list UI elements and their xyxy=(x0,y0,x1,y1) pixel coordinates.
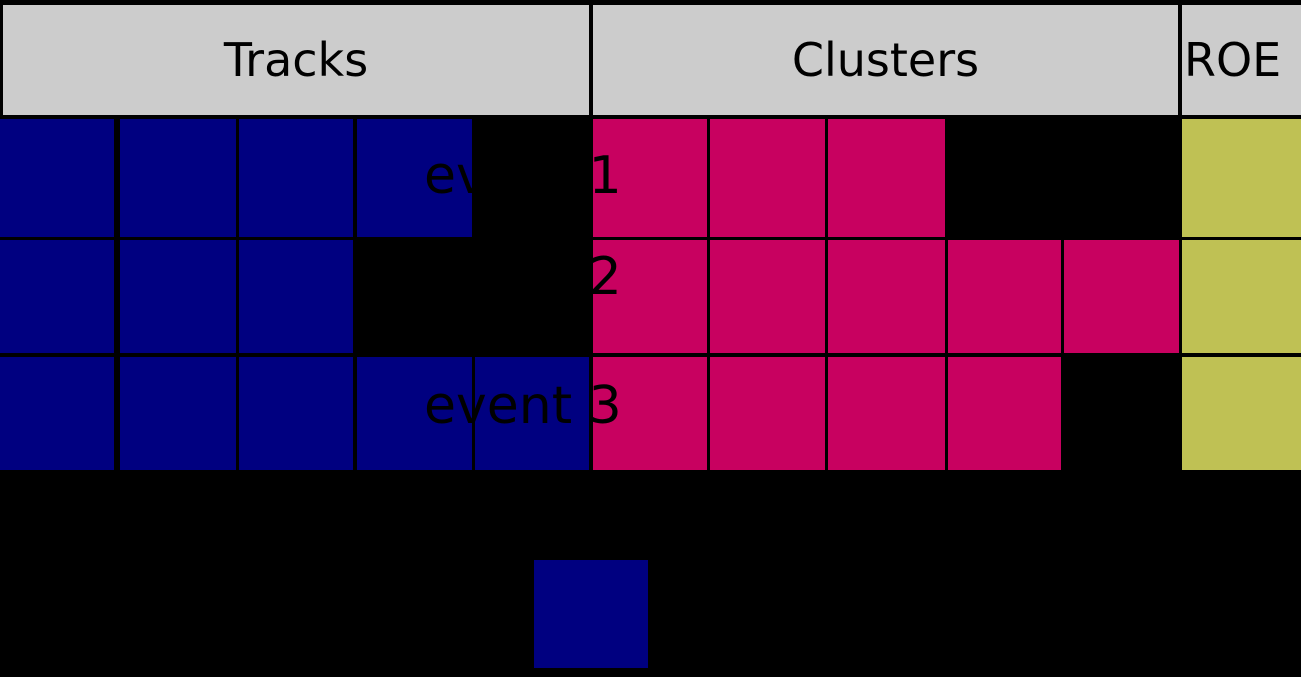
cluster-cell xyxy=(828,240,945,353)
column-header-tracks-label: Tracks xyxy=(223,33,369,87)
column-header-clusters: Clusters xyxy=(593,5,1178,115)
column-header-roe: ROE xyxy=(1182,5,1301,115)
cluster-cell xyxy=(710,119,825,237)
track-cell xyxy=(120,240,236,353)
column-header-tracks: Tracks xyxy=(3,5,589,115)
cluster-cell xyxy=(828,119,945,237)
cluster-cell xyxy=(593,240,707,353)
track-cell xyxy=(239,357,353,470)
track-cell xyxy=(0,240,114,353)
cluster-cell xyxy=(828,357,945,470)
track-cell xyxy=(357,119,472,237)
cluster-cell xyxy=(593,119,707,237)
track-cell xyxy=(120,119,236,237)
track-cell xyxy=(239,119,353,237)
cluster-cell xyxy=(948,240,1061,353)
legend-swatch xyxy=(534,560,648,668)
roe-cell xyxy=(1182,357,1301,470)
roe-cell xyxy=(1182,119,1301,237)
cluster-cell xyxy=(1064,240,1179,353)
column-header-clusters-label: Clusters xyxy=(791,33,980,87)
track-cell xyxy=(357,357,472,470)
cluster-cell xyxy=(710,357,825,470)
track-cell xyxy=(239,240,353,353)
column-header-roe-label: ROE xyxy=(1184,33,1282,87)
track-cell xyxy=(0,357,114,470)
track-cell xyxy=(0,119,114,237)
cluster-cell xyxy=(593,357,707,470)
cluster-cell xyxy=(948,357,1061,470)
track-cell xyxy=(475,357,589,470)
track-cell xyxy=(120,357,236,470)
roe-cell xyxy=(1182,240,1301,353)
cluster-cell xyxy=(710,240,825,353)
